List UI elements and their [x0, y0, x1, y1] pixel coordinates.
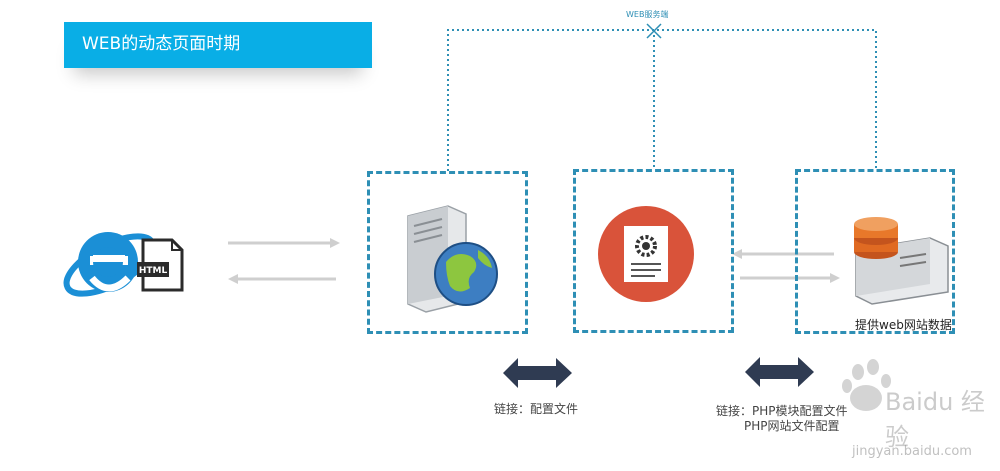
config-link-arrow-2: [745, 357, 814, 387]
request-response-arrows: [228, 238, 340, 284]
baidu-paw-watermark-icon: [842, 359, 891, 411]
database-box: [795, 169, 955, 334]
database-caption: 提供web网站数据: [855, 318, 952, 332]
config-link-label-1: 链接：配置文件: [494, 402, 579, 416]
web-server-side-label: WEB服务端: [626, 10, 669, 19]
page-title: WEB的动态页面时期: [82, 34, 241, 54]
web-server-side-connector: [447, 29, 877, 171]
web-server-icon: [407, 205, 498, 313]
config-link-label-2-line2: PHP网站文件配置: [744, 419, 840, 433]
watermark-url: jingyan.baidu.com: [852, 444, 972, 459]
html-badge-text: HTML: [139, 266, 168, 276]
database-server-icon: [854, 217, 949, 305]
php-db-arrows: [732, 249, 840, 283]
config-link-label-2-line1: 链接：PHP模块配置文件: [716, 404, 848, 418]
config-link-arrow-1: [503, 358, 572, 388]
web-server-box: [367, 171, 528, 334]
connector-junction-icon: [646, 23, 662, 39]
php-module-box: [573, 169, 734, 333]
browser-ie-icon: [63, 232, 157, 297]
php-processor-icon: [598, 206, 694, 302]
title-banner: WEB的动态页面时期: [64, 22, 372, 68]
watermark-text: Baidu 经验: [885, 388, 985, 451]
html-document-icon: HTML: [137, 238, 184, 292]
database-stack-icon: [854, 217, 898, 259]
